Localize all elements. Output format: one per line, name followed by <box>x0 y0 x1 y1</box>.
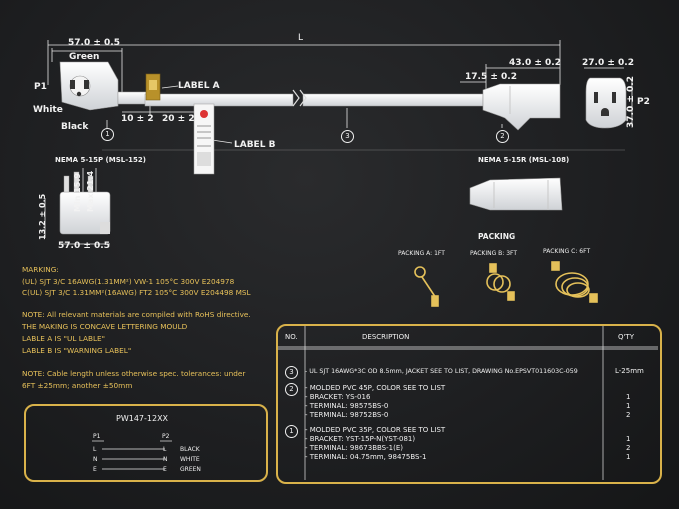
wiring-row-b: E <box>163 466 167 473</box>
table-item-1-qty: 2 <box>626 444 631 452</box>
packing-a-label: PACKING A: 1FT <box>398 250 445 257</box>
note-length: NOTE: Cable length unless otherwise spec… <box>22 369 246 378</box>
wire-label-green: Green <box>69 52 100 62</box>
table-item-1-qty: 1 <box>626 435 631 443</box>
marking-ul: (UL) SJT 3/C 16AWG(1.31MM²) VW-1 105°C 3… <box>22 277 235 286</box>
table-item-3-qty: L-25mm <box>615 367 644 375</box>
table-item-3-desc: - UL SJT 16AWG*3C OD 8.5mm, JACKET SEE T… <box>305 368 578 375</box>
note-label-a: LABLE A IS "UL LABLE" <box>22 334 105 343</box>
table-item-2-line: - MOLDED PVC 45P, COLOR SEE TO LIST <box>305 384 446 392</box>
label-b-text: LABEL B <box>234 140 276 150</box>
callout-1: 1 <box>101 128 114 141</box>
wiring-box <box>24 404 268 482</box>
packing-a-icon <box>414 266 439 307</box>
dim-plug-width-top: 57.0 ± 0.5 <box>68 38 120 48</box>
wire-label-black: Black <box>61 122 89 132</box>
table-item-2-line: - BRACKET: YS-016 <box>305 393 371 401</box>
note-tolerance: 6FT ±25mm; another ±50mm <box>22 381 133 390</box>
nema-5-15p-title: NEMA 5-15P (MSL-152) <box>55 156 146 164</box>
table-header-qty: Q'TY <box>618 333 634 341</box>
table-item-1-line: - MOLDED PVC 35P, COLOR SEE TO LIST <box>305 426 446 434</box>
dim-side-max: Max 21.4 <box>86 170 95 212</box>
table-item-2-qty: 1 <box>626 393 631 401</box>
wiring-p1: P1 <box>93 433 101 440</box>
wiring-row-color: BLACK <box>180 446 200 453</box>
label-b-icon <box>193 103 215 175</box>
wire-label-white: White <box>33 105 63 115</box>
wiring-row-a: E <box>93 466 97 473</box>
wiring-row-color: WHITE <box>180 456 200 463</box>
wiring-p2: P2 <box>162 433 170 440</box>
dim-face-37: 37.0 ± 0.2 <box>626 76 636 128</box>
wiring-row-a: N <box>93 456 98 463</box>
table-item-2-qty: 1 <box>626 402 631 410</box>
table-header-no: NO. <box>285 333 298 341</box>
packing-b-icon <box>486 263 515 301</box>
nema-5-15r-title: NEMA 5-15R (MSL-108) <box>478 156 570 164</box>
table-item-1-line: - TERMINAL: 98673BBS-1(E) <box>305 444 403 452</box>
label-a-text: LABEL A <box>178 81 220 91</box>
wiring-row-b: N <box>163 456 168 463</box>
table-item-1-num: 1 <box>285 425 298 438</box>
p1-label: P1 <box>34 82 47 92</box>
table-header-description: DESCRIPTION <box>362 333 410 341</box>
wiring-row-b: L <box>163 446 167 453</box>
table-item-2-line: - TERMINAL: 98752BS-0 <box>305 411 389 419</box>
table-item-1-qty: 1 <box>626 453 631 461</box>
packing-c-label: PACKING C: 6FT <box>543 248 591 255</box>
dim-43: 43.0 ± 0.2 <box>509 58 561 68</box>
receptacle-side-view-icon <box>469 177 563 211</box>
table-item-2-line: - TERMINAL: 98575BS-0 <box>305 402 389 410</box>
wiring-row-a: L <box>93 446 97 453</box>
parts-table <box>276 324 662 484</box>
note-label-b: LABLE B IS "WARNING LABEL" <box>22 346 132 355</box>
table-item-3-num: 3 <box>285 366 298 379</box>
cable-jacket <box>144 89 484 107</box>
dim-10: 10 ± 2 <box>121 114 154 124</box>
packing-c-icon <box>551 261 598 303</box>
dim-side-min: Min 15.9 <box>73 173 82 212</box>
receptacle-face-icon <box>585 77 627 129</box>
p2-label: P2 <box>637 97 650 107</box>
marking-cul: C(UL) SJT 3/C 1.31MM²(16AWG) FT2 105°C 3… <box>22 288 251 297</box>
table-item-2-num: 2 <box>285 383 298 396</box>
note-mould: THE MAKING IS CONCAVE LETTERING MOULD <box>22 322 188 331</box>
dim-17-5: 17.5 ± 0.2 <box>465 72 517 82</box>
table-item-1-line: - BRACKET: YST-15P-N(YST-081) <box>305 435 416 443</box>
dim-overall-length: L <box>298 33 304 43</box>
callout-3: 3 <box>341 130 354 143</box>
wiring-row-color: GREEN <box>180 466 201 473</box>
plug-side-view-icon <box>59 171 111 235</box>
dim-plug-width-bottom: 57.0 ± 0.5 <box>58 241 110 251</box>
dim-side-13-2: 13.2 ± 0.5 <box>38 193 47 240</box>
table-item-1-line: - TERMINAL: 04.75mm, 98475BS-1 <box>305 453 427 461</box>
nema-5-15r-connector-icon <box>482 83 561 131</box>
wiring-title: PW147-12XX <box>116 414 169 423</box>
note-rohs: NOTE: All relevant materials are compile… <box>22 310 251 319</box>
label-a-icon <box>145 73 161 101</box>
callout-2: 2 <box>496 130 509 143</box>
packing-b-label: PACKING B: 3FT <box>470 250 518 257</box>
table-item-2-qty: 2 <box>626 411 631 419</box>
nema-5-15p-plug-icon <box>59 61 149 111</box>
marking-title: MARKING: <box>22 265 59 274</box>
packing-title: PACKING <box>478 232 516 241</box>
dim-face-27: 27.0 ± 0.2 <box>582 58 634 68</box>
dim-20: 20 ± 2 <box>162 114 195 124</box>
